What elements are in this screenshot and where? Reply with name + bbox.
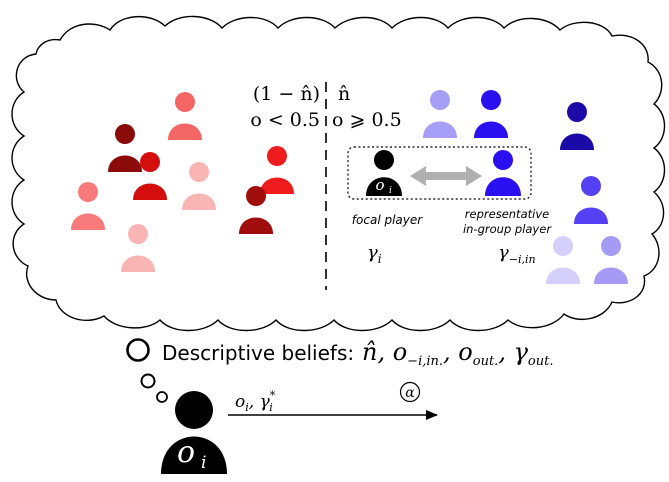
person-blue-1 bbox=[423, 90, 457, 138]
person-red-4 bbox=[182, 162, 216, 210]
person-red-2 bbox=[108, 124, 142, 172]
person-blue-5 bbox=[546, 236, 580, 284]
left-group-fraction: (1 − n̂) bbox=[253, 83, 320, 105]
person-blue-3 bbox=[560, 102, 594, 150]
representative-caption-line2: in-group player bbox=[463, 222, 552, 236]
left-group-condition: o < 0.5 bbox=[250, 109, 320, 131]
thought-bubble-small bbox=[156, 391, 168, 403]
gamma-representative: γ−i,in bbox=[498, 242, 536, 266]
person-red-6 bbox=[71, 182, 105, 230]
representative-player bbox=[485, 150, 521, 196]
thought-bubble-large bbox=[126, 338, 150, 362]
focal-player-caption: focal player bbox=[352, 213, 423, 227]
focal-player-token: o bbox=[375, 176, 384, 194]
person-red-1 bbox=[168, 92, 202, 140]
right-group-condition: o ⩾ 0.5 bbox=[332, 109, 402, 131]
person-red-8 bbox=[121, 224, 155, 272]
person-red-5 bbox=[260, 146, 294, 194]
action-label: oi, γ*i bbox=[235, 389, 276, 414]
person-blue-4 bbox=[574, 176, 608, 224]
beliefs-variables: n̂, o−i,in., oout., γout. bbox=[362, 338, 553, 369]
comparison-box bbox=[347, 146, 532, 200]
thought-bubble-medium bbox=[140, 373, 156, 389]
comparison-arrow bbox=[410, 166, 482, 186]
alpha-marker: α bbox=[405, 385, 415, 401]
beliefs-label: Descriptive beliefs: bbox=[162, 341, 354, 365]
thinking-player-token: o bbox=[177, 435, 195, 470]
representative-caption-line1: representative bbox=[465, 207, 549, 221]
thinking-player-token-sub: i bbox=[201, 453, 206, 473]
alpha-marker-circle bbox=[399, 381, 421, 403]
person-red-3 bbox=[133, 152, 167, 200]
thought-cloud bbox=[11, 15, 666, 332]
right-group-fraction: n̂ bbox=[338, 83, 350, 105]
person-blue-6 bbox=[594, 236, 628, 284]
gamma-focal: γi bbox=[367, 242, 382, 266]
focal-player-token-sub: i bbox=[389, 186, 392, 196]
person-blue-2 bbox=[474, 90, 508, 138]
person-red-7 bbox=[239, 186, 273, 234]
focal-player: o i bbox=[366, 150, 402, 196]
thinking-player: o i bbox=[161, 391, 227, 474]
